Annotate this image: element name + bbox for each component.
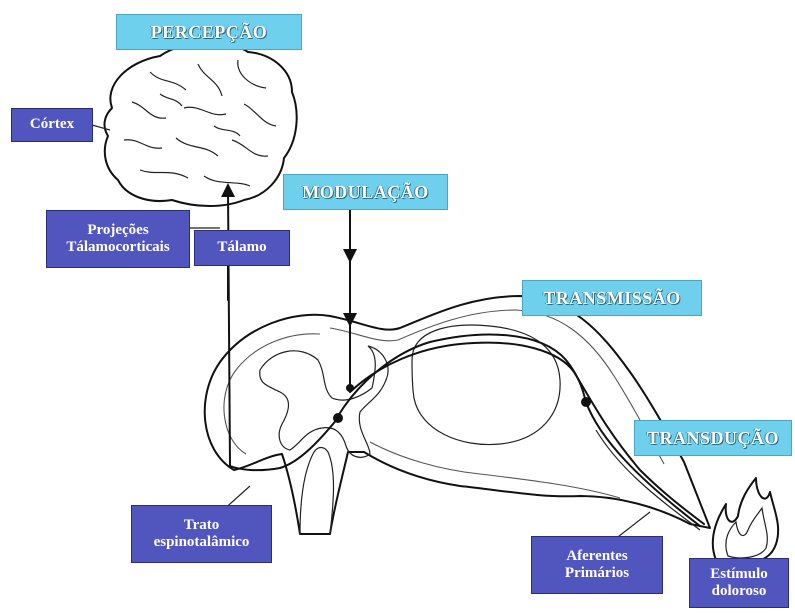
- projecoes-label: Projeções Tálamocorticais: [46, 210, 190, 268]
- brain-illustration: [105, 43, 297, 206]
- talamo-label: Tálamo: [194, 230, 290, 266]
- cortex-label: Córtex: [11, 108, 93, 142]
- flame-icon: [713, 478, 778, 563]
- transmissao-label: TRANSMISSÃO: [522, 280, 702, 316]
- percepcao-label: PERCEPÇÃO: [116, 14, 302, 50]
- estimulo-label: Estímulo doloroso: [689, 558, 789, 608]
- modulacao-label: MODULAÇÃO: [283, 174, 448, 210]
- spinal-cord-illustration: [205, 296, 710, 534]
- aferentes-label: Aferentes Primários: [531, 536, 663, 594]
- trato-label: Trato espinotalâmico: [131, 505, 272, 563]
- transducao-label: TRANSDUÇÃO: [634, 420, 792, 456]
